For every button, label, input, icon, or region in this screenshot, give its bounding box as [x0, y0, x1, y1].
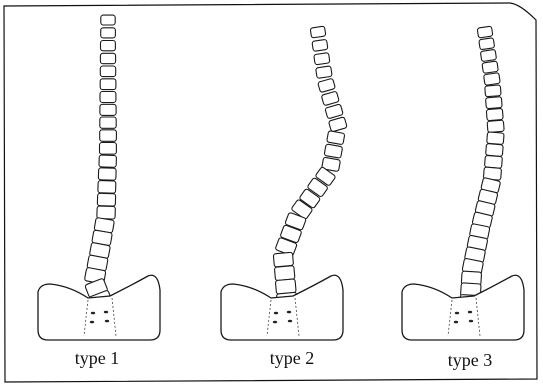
- type1-vertebra: [101, 15, 115, 25]
- type1-vertebra: [97, 193, 115, 206]
- type1-foramen: [90, 321, 94, 324]
- type3-vertebra: [485, 85, 501, 97]
- type2-foramen: [274, 312, 278, 315]
- type2-vertebra: [274, 266, 295, 281]
- type3-vertebra: [487, 120, 504, 132]
- type1-foramen: [104, 311, 108, 314]
- type3-foramen: [455, 312, 459, 315]
- spine-type-3: [460, 26, 505, 309]
- type3-vertebra: [487, 132, 504, 145]
- type2-vertebra: [275, 279, 296, 294]
- spine-type-2: [273, 26, 347, 308]
- type1-foramen: [105, 320, 109, 323]
- type1-vertebra: [98, 181, 116, 194]
- type1-vertebra: [101, 41, 116, 51]
- type3-foramen: [454, 321, 458, 324]
- type2-foramen: [288, 320, 292, 323]
- type2-vertebra: [316, 66, 333, 79]
- type1-vertebra: [98, 168, 116, 181]
- type2-vertebra: [324, 144, 343, 158]
- type2-vertebra: [321, 91, 339, 106]
- type3-vertebra: [486, 144, 504, 157]
- type3-vertebra: [477, 26, 493, 38]
- type1-vertebra: [97, 206, 116, 219]
- type1-vertebra: [101, 28, 116, 38]
- label-type-3: type 3: [448, 350, 493, 370]
- type2-vertebra: [318, 78, 336, 92]
- type1-vertebra: [99, 155, 117, 167]
- type3-vertebra: [480, 49, 496, 61]
- type2-vertebra: [312, 39, 328, 51]
- type1-vertebra: [100, 79, 116, 90]
- type1-foramen: [91, 312, 95, 315]
- type1-vertebra: [100, 117, 116, 128]
- type3-vertebra: [482, 61, 498, 73]
- type3-foramen: [469, 320, 473, 323]
- type2-vertebra: [328, 117, 347, 132]
- spine-type-1: [84, 15, 116, 310]
- type2-vertebra: [310, 26, 326, 38]
- type3-vertebra: [479, 38, 495, 50]
- type1-vertebra: [100, 104, 116, 115]
- type2-foramen: [273, 321, 277, 324]
- type2-foramen: [287, 311, 291, 314]
- type3-vertebra: [486, 108, 503, 120]
- type1-vertebra: [100, 53, 115, 63]
- type2-vertebra: [327, 131, 345, 145]
- label-type-2: type 2: [270, 348, 315, 368]
- type1-vertebra: [100, 143, 117, 155]
- type3-vertebra: [485, 97, 502, 109]
- type1-vertebra: [100, 66, 115, 77]
- type1-vertebra: [100, 130, 117, 142]
- label-type-1: type 1: [75, 348, 120, 368]
- type2-vertebra: [273, 252, 293, 267]
- type2-vertebra: [314, 53, 330, 65]
- type3-foramen: [468, 311, 472, 314]
- type3-vertebra: [484, 155, 502, 168]
- type3-vertebra: [484, 73, 501, 86]
- type1-vertebra: [100, 92, 116, 103]
- type2-vertebra: [325, 104, 343, 119]
